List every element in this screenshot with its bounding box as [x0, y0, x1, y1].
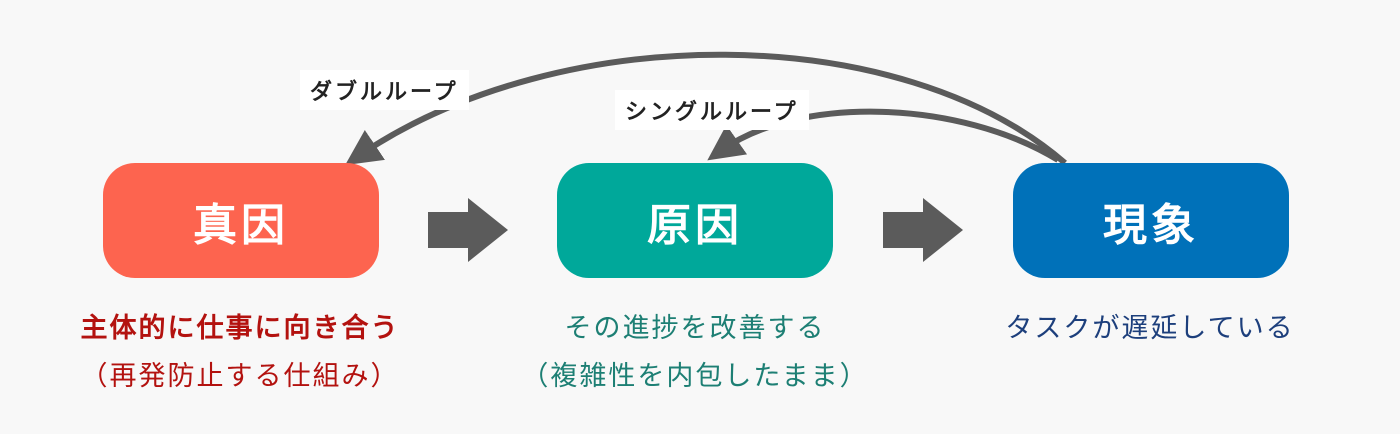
- phenomenon-box: 現象: [1013, 163, 1289, 278]
- true-cause-caption: 主体的に仕事に向き合う （再発防止する仕組み）: [20, 305, 460, 401]
- cause-caption-line2: （複雑性を内包したまま）: [521, 361, 869, 392]
- cause-caption-line1: その進捗を改善する: [564, 313, 826, 344]
- phenomenon-caption-line1: タスクが遅延している: [1005, 313, 1295, 344]
- single-loop-arrow: [707, 108, 1060, 163]
- single-loop-label: シングルループ: [615, 90, 809, 130]
- phenomenon-caption: タスクが遅延している: [930, 305, 1370, 353]
- cause-box: 原因: [557, 163, 833, 278]
- true-cause-caption-line1: 主体的に仕事に向き合う: [80, 313, 400, 344]
- right-arrow-1: [428, 198, 508, 262]
- right-arrow-2: [883, 198, 963, 262]
- true-cause-box: 真因: [103, 163, 379, 278]
- true-cause-caption-line2: （再発防止する仕組み）: [80, 361, 400, 392]
- cause-caption: その進捗を改善する （複雑性を内包したまま）: [475, 305, 915, 401]
- double-loop-label: ダブルループ: [300, 70, 469, 110]
